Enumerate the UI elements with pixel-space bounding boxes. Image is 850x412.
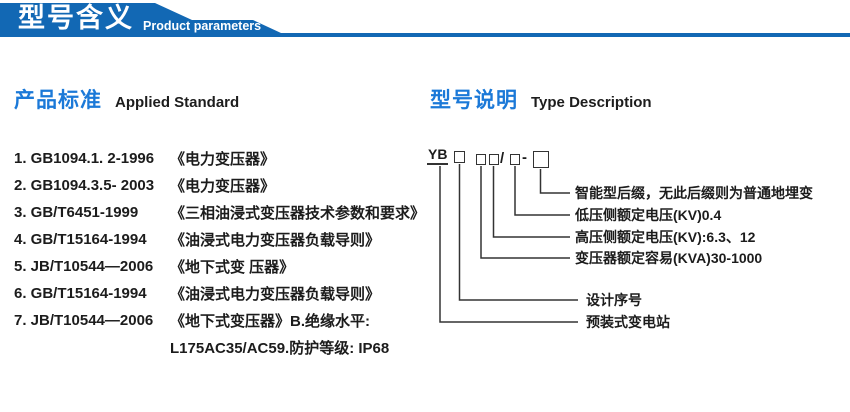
type-description-title-cn: 型号说明 <box>430 89 518 112</box>
standard-description: 《三相油浸式变压器技术参数和要求》 <box>170 205 426 222</box>
model-box-design-serial <box>454 151 465 163</box>
standard-description: 《地下式变 压器》 <box>170 259 295 276</box>
standard-item-row: 3. GB/T6451-1999 《三相油浸式变压器技术参数和要求》 <box>14 199 434 226</box>
standard-description: 《油浸式电力变压器负载导则》 <box>170 286 381 303</box>
model-code-diagram: YB / - 智能型后缀，无此后缀则为普通地埋变 低压侧额定电压(KV)0.4 … <box>420 140 850 350</box>
diagram-label-design-serial: 设计序号 <box>586 292 642 308</box>
diagram-label-smart-suffix: 智能型后缀，无此后缀则为普通地埋变 <box>575 185 813 201</box>
standard-code: 2. GB1094.3.5- 2003 <box>14 177 155 194</box>
diagram-connector-lines <box>439 164 578 323</box>
standard-description: L175AC35/AC59.防护等级: IP68 <box>170 340 390 357</box>
standard-description: 《电力变压器》 <box>170 178 276 195</box>
model-box-capacity <box>476 154 486 165</box>
standard-description: 《地下式变压器》B.绝缘水平: <box>170 313 370 330</box>
model-prefix-yb: YB <box>427 147 449 165</box>
model-separator-slash: / <box>500 150 505 167</box>
standard-code: 7. JB/T10544—2006 <box>14 312 154 329</box>
standard-code: 3. GB/T6451-1999 <box>14 204 139 221</box>
model-box-hv-voltage <box>488 154 499 165</box>
diagram-label-hv-voltage: 高压侧额定电压(KV):6.3、12 <box>575 229 756 245</box>
standard-item-row: 7. JB/T10544—2006 《地下式变压器》B.绝缘水平: <box>14 307 434 334</box>
standard-code: 5. JB/T10544—2006 <box>14 258 154 275</box>
model-box-smart-suffix <box>532 151 549 168</box>
model-separator-dash: - <box>522 149 527 166</box>
standard-description: 《油浸式电力变压器负载导则》 <box>170 232 381 249</box>
standard-item-row: 6. GB/T15164-1994 《油浸式电力变压器负载导则》 <box>14 280 434 307</box>
standard-description: 《电力变压器》 <box>170 151 276 168</box>
type-description-heading: 型号说明 Type Description <box>430 84 652 114</box>
page-subtitle: Product parameters <box>143 19 262 33</box>
applied-standard-heading: 产品标准 Applied Standard <box>14 84 239 114</box>
diagram-label-capacity: 变压器额定容易(KVA)30-1000 <box>575 250 763 266</box>
standard-code: 6. GB/T15164-1994 <box>14 285 147 302</box>
applied-standard-title-en: Applied Standard <box>115 94 240 111</box>
standards-list: 1. GB1094.1. 2-1996《电力变压器》2. GB1094.3.5-… <box>14 145 434 361</box>
applied-standard-title-cn: 产品标准 <box>14 89 102 112</box>
page-title: 型号含义 <box>18 3 134 33</box>
type-description-title-en: Type Description <box>531 94 652 111</box>
standard-code: 4. GB/T15164-1994 <box>14 231 147 248</box>
model-box-lv-voltage <box>510 154 520 165</box>
standard-item-row: 1. GB1094.1. 2-1996 《电力变压器》 <box>14 145 434 172</box>
banner-shape <box>0 3 850 37</box>
diagram-label-lv-voltage: 低压侧额定电压(KV)0.4 <box>575 207 722 223</box>
standard-item-row: L175AC35/AC59.防护等级: IP68 <box>14 334 434 361</box>
standard-item-row: 2. GB1094.3.5- 2003 《电力变压器》 <box>14 172 434 199</box>
standard-code: 1. GB1094.1. 2-1996 <box>14 150 155 167</box>
diagram-label-substation: 预装式变电站 <box>586 314 670 330</box>
standard-item-row: 5. JB/T10544—2006 《地下式变 压器》 <box>14 253 434 280</box>
standard-item-row: 4. GB/T15164-1994 《油浸式电力变压器负载导则》 <box>14 226 434 253</box>
